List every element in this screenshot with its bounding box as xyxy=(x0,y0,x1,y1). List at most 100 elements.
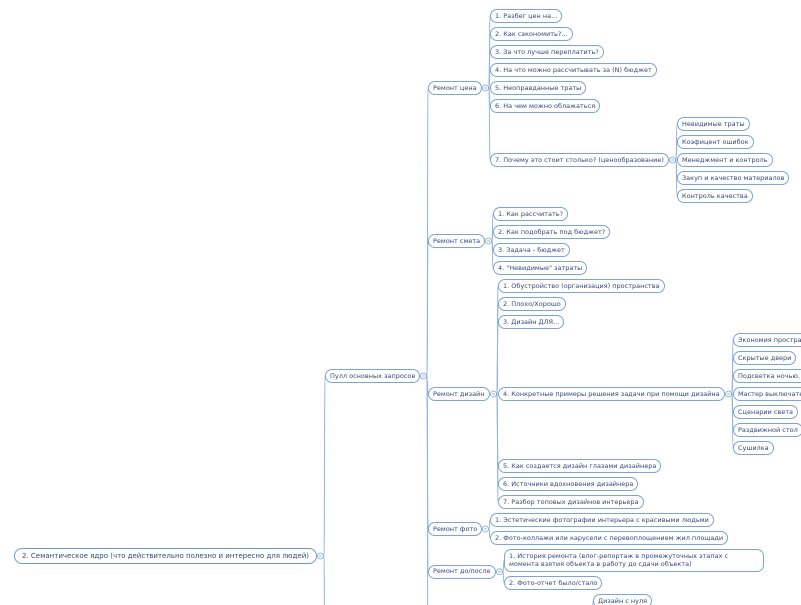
topic-node[interactable]: 4. "Невидимые" затраты xyxy=(493,261,588,275)
topic-label: 1. Разбег цен на... xyxy=(495,11,558,20)
branch-connector xyxy=(323,375,326,557)
topic-node[interactable]: 1. Разбег цен на... xyxy=(490,9,563,23)
topic-node[interactable]: 3. За что лучше переплатить? xyxy=(490,45,604,59)
branch-connector xyxy=(323,555,325,605)
collapse-button[interactable] xyxy=(482,84,489,92)
topic-label: Ремонт до/после xyxy=(433,567,491,576)
topic-label: Экономия пространства xyxy=(738,335,801,344)
topic-label: 2. Как сэкономить?... xyxy=(495,29,568,38)
topic-node[interactable]: Ремонт до/после xyxy=(428,564,496,579)
topic-label: Коэфицент ошибок xyxy=(682,137,749,146)
topic-node[interactable]: 2. Фото-коллажи или карусели с перевопло… xyxy=(490,531,729,545)
topic-label: 4. "Невидимые" затраты xyxy=(498,263,583,272)
topic-label: Мастер выключатель xyxy=(738,389,801,398)
topic-node[interactable]: 7. Почему это стоит столько? (ценообразо… xyxy=(490,153,669,167)
topic-node[interactable]: Пулл основных запросов xyxy=(325,369,421,383)
collapse-button[interactable] xyxy=(482,525,489,533)
topic-label: 4. Конкретные примеры решения задачи при… xyxy=(503,389,720,398)
topic-node[interactable]: Мастер выключатель xyxy=(733,387,801,401)
topic-node[interactable]: 4. Конкретные примеры решения задачи при… xyxy=(498,387,725,401)
topic-label: 4. На что можно рассчитывать за (N) бюдж… xyxy=(495,65,652,74)
branch-connector xyxy=(488,69,491,89)
topic-node[interactable]: 1. Обустройство (организация) пространст… xyxy=(498,279,665,293)
branch-connector xyxy=(491,240,494,269)
topic-node[interactable]: 2. Как подобрать под бюджет? xyxy=(493,225,611,239)
topic-label: Раздвижной стол xyxy=(738,425,798,434)
topic-node[interactable]: Подсветка ночью, вечерняя xyxy=(733,369,801,383)
topic-node[interactable]: 5. Как создается дизайн глазами дизайнер… xyxy=(498,459,662,473)
branch-connector xyxy=(496,393,499,503)
topic-node[interactable]: Дизайн с нуля xyxy=(593,594,653,605)
topic-node[interactable]: Коэфицент ошибок xyxy=(677,135,754,149)
topic-label: Дизайн с нуля xyxy=(598,596,648,605)
topic-node[interactable]: Ремонт фото xyxy=(428,522,483,536)
topic-node[interactable]: Ремонт дизайн xyxy=(428,387,490,401)
topic-label: 1. Как рассчитать? xyxy=(498,209,564,218)
collapse-button[interactable] xyxy=(485,237,492,245)
topic-node[interactable]: Скрытые двери xyxy=(733,351,797,365)
topic-node[interactable]: 6. Источники вдохновения дизайнера xyxy=(498,477,639,491)
branch-connector xyxy=(675,141,678,161)
topic-node[interactable]: Ремонт цена xyxy=(428,81,482,95)
topic-label: 3. За что лучше переплатить? xyxy=(495,47,599,56)
topic-label: 6. Источники вдохновения дизайнера xyxy=(503,479,634,488)
topic-node[interactable]: 1. Как рассчитать? xyxy=(493,207,569,221)
topic-label: 5. Неоправданные траты xyxy=(495,83,582,92)
topic-label: Ремонт дизайн xyxy=(433,389,485,398)
topic-label: 7. Разбор топовых дизайнов интерьера xyxy=(503,497,639,506)
topic-node[interactable]: 2. Как сэкономить?... xyxy=(490,27,573,41)
branch-connector xyxy=(426,240,429,377)
topic-label: Ремонт смета xyxy=(433,236,481,245)
topic-label: 1. История ремонта (влог-репортаж в пром… xyxy=(509,551,729,569)
topic-label: Сушилка xyxy=(738,443,769,452)
topic-label: Невидимые траты xyxy=(682,119,745,128)
topic-node[interactable]: Раздвижной стол xyxy=(733,423,801,437)
topic-node[interactable]: Закуп и качество материалов xyxy=(677,171,790,185)
topic-label: Ремонт цена xyxy=(433,83,477,92)
collapse-button[interactable] xyxy=(420,372,427,380)
branch-connector xyxy=(502,571,505,584)
topic-label: 2. Как подобрать под бюджет? xyxy=(498,227,606,236)
collapse-button[interactable] xyxy=(490,390,497,398)
topic-node[interactable]: 5. Неоправданные траты xyxy=(490,81,587,95)
branch-connector xyxy=(426,375,429,605)
collapse-button[interactable] xyxy=(496,568,503,576)
topic-node[interactable]: Сценарии света xyxy=(733,405,799,419)
topic-label: Сценарии света xyxy=(738,407,794,416)
topic-label: 1. Эстетические фотографии интерьера с к… xyxy=(495,515,709,524)
topic-label: 6. На чем можно облажаться xyxy=(495,101,596,110)
topic-label: 3. Задача - бюджет xyxy=(498,245,565,254)
topic-node[interactable]: Менеджмент и контроль xyxy=(677,153,773,167)
collapse-button[interactable] xyxy=(317,552,324,560)
topic-node[interactable]: Невидимые траты xyxy=(677,117,750,131)
topic-label: 2. Плохо/Хорошо xyxy=(503,299,561,308)
branch-connector xyxy=(496,321,499,395)
topic-node[interactable]: 3. Дизайн ДЛЯ... xyxy=(498,315,565,329)
topic-label: Скрытые двери xyxy=(738,353,792,362)
topic-label: 7. Почему это стоит столько? (ценообразо… xyxy=(495,155,664,164)
topic-node[interactable]: 1. Эстетические фотографии интерьера с к… xyxy=(490,513,714,527)
topic-label: Менеджмент и контроль xyxy=(682,155,768,164)
topic-node[interactable]: Контроль качества xyxy=(677,189,753,203)
topic-label: Ремонт фото xyxy=(433,524,478,533)
collapse-button[interactable] xyxy=(669,156,676,164)
topic-node[interactable]: 3. Задача - бюджет xyxy=(493,243,570,257)
topic-node[interactable]: Ремонт смета xyxy=(428,234,486,248)
topic-node[interactable]: 2. Плохо/Хорошо xyxy=(498,297,566,311)
collapse-button[interactable] xyxy=(725,390,732,398)
branch-connector xyxy=(488,87,491,161)
topic-node[interactable]: 6. На чем можно облажаться xyxy=(490,99,601,113)
topic-label: 2. Фото-коллажи или карусели с перевопло… xyxy=(495,533,724,542)
topic-node[interactable]: Сушилка xyxy=(733,441,774,455)
branch-connector xyxy=(675,159,678,197)
branch-connector xyxy=(731,393,734,449)
topic-node[interactable]: Экономия пространства xyxy=(733,333,801,347)
topic-node[interactable]: 2. Фото-отчет было/стало xyxy=(504,576,603,590)
topic-node[interactable]: 7. Разбор топовых дизайнов интерьера xyxy=(498,495,644,509)
root-topic[interactable]: 2. Семантическое ядро (что действительно… xyxy=(14,547,317,564)
topic-label: 1. Обустройство (организация) пространст… xyxy=(503,281,660,290)
topic-node[interactable]: 4. На что можно рассчитывать за (N) бюдж… xyxy=(490,63,657,77)
topic-node[interactable]: 1. История ремонта (влог-репортаж в пром… xyxy=(504,549,764,572)
